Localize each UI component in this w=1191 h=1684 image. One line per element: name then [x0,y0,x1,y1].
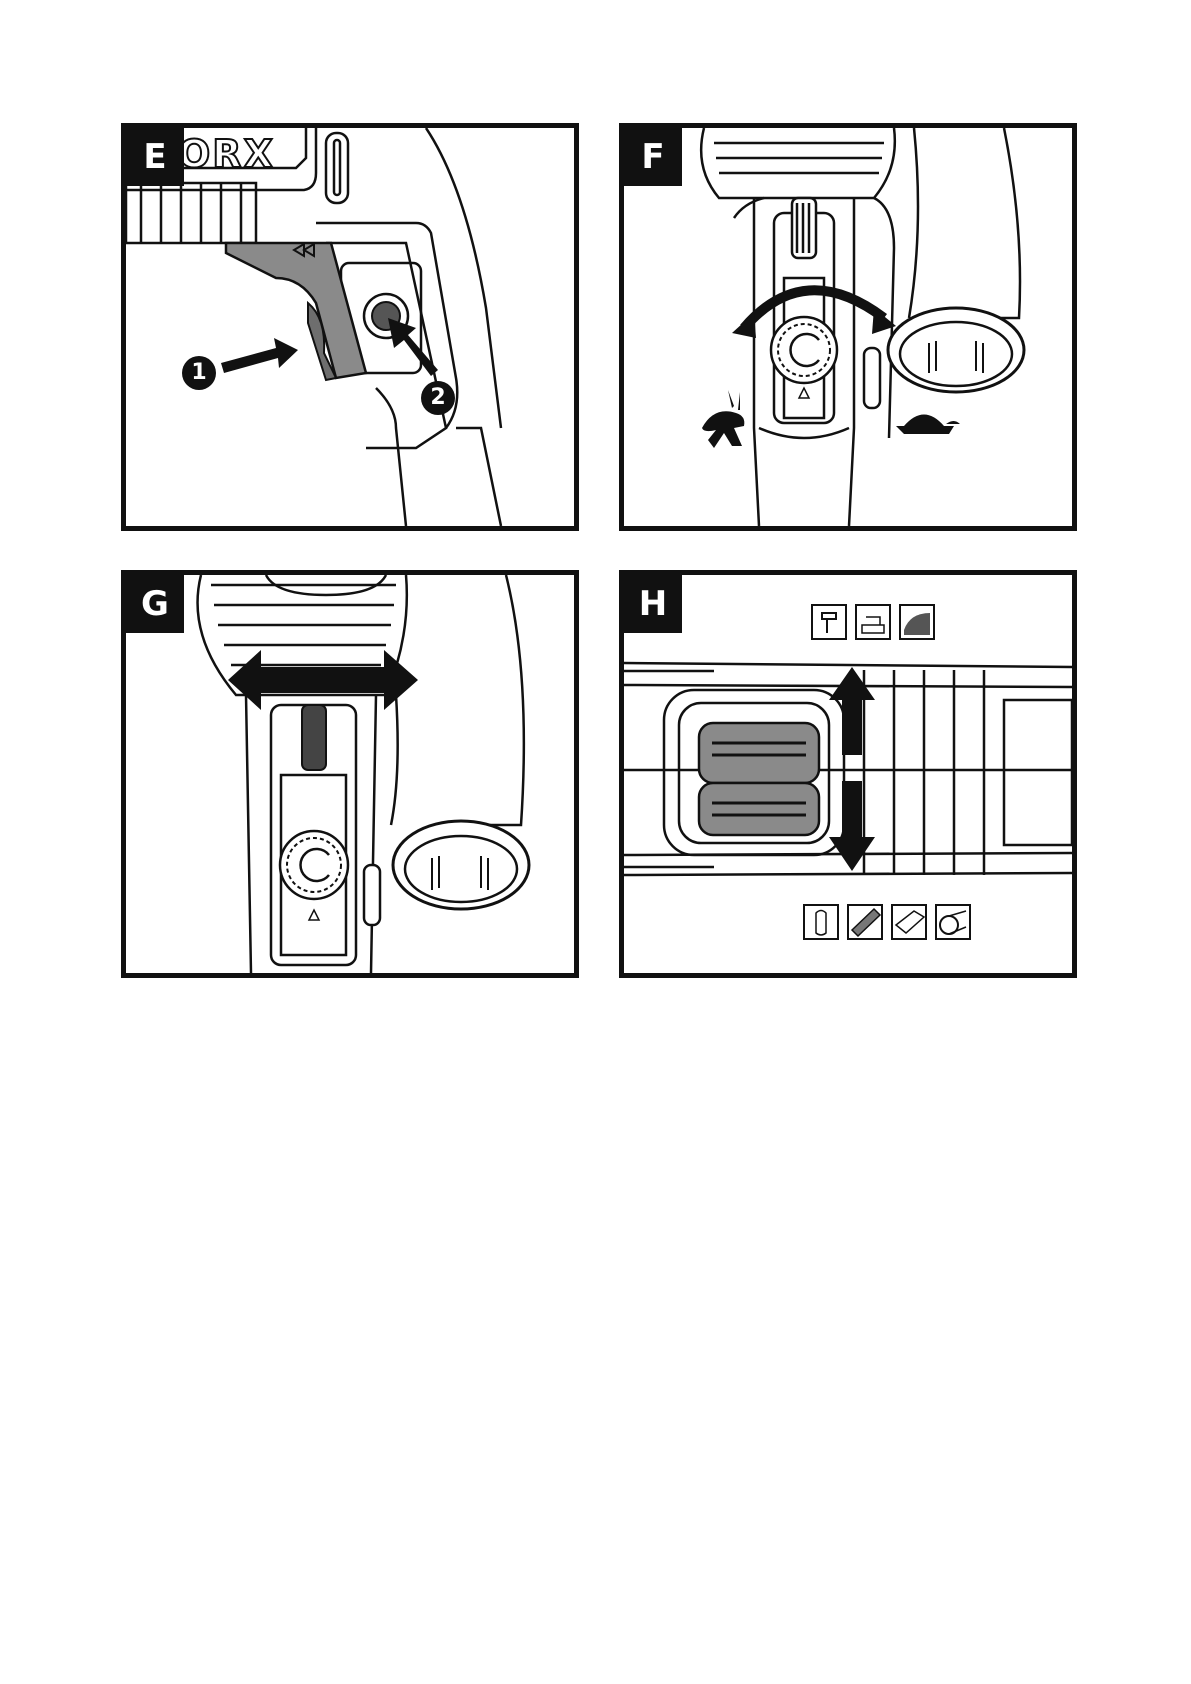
figure-panel-h: H [619,570,1077,978]
figure-panel-g: G [121,570,579,978]
depth-stop-release-illustration [126,128,574,526]
hammer-icon [812,605,846,639]
rabbit-icon [702,390,744,448]
brick-icon [856,605,890,639]
metal-profile-icon [892,905,926,939]
figure-panel-e: E ORX [121,123,579,531]
turtle-icon [896,415,960,435]
panel-label-f: F [624,128,682,186]
step-callout-1: 1 [182,356,216,390]
direction-switch-illustration [126,575,574,973]
panel-label-g: G [126,575,184,633]
step-callout-2: 2 [421,381,455,415]
figure-panel-f: F [619,123,1077,531]
panel-label-e: E [126,128,184,186]
brand-logo: ORX [178,132,275,176]
speed-dial-illustration [624,128,1072,526]
mode-selector-illustration [624,575,1072,973]
panel-label-h: H [624,575,682,633]
